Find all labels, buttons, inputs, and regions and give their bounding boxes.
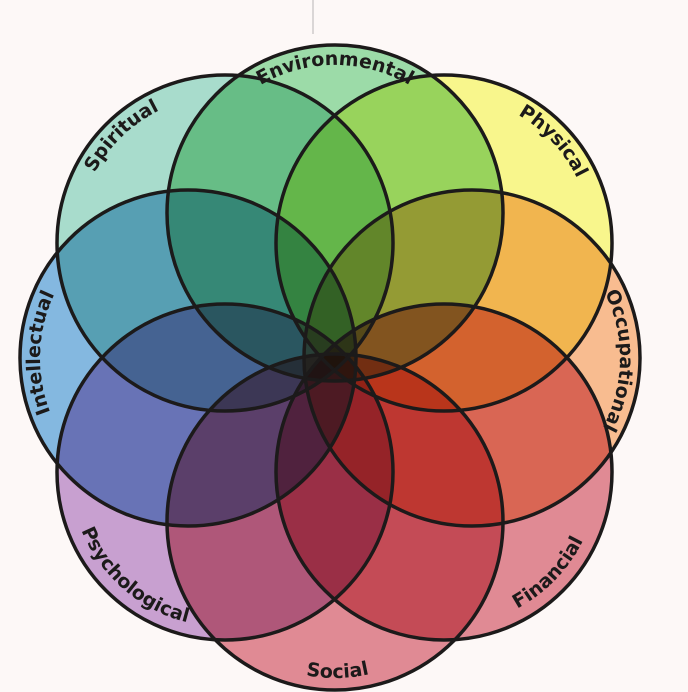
circle-outline-spiritual bbox=[55, 73, 395, 413]
circle-outline-psychological bbox=[55, 302, 395, 642]
circle-outline-environmental bbox=[165, 43, 505, 383]
circle-outline-social bbox=[165, 352, 505, 692]
label-social: Social bbox=[305, 658, 370, 684]
circle-outline-intellectual bbox=[18, 188, 358, 528]
circle-outline-financial bbox=[274, 302, 614, 642]
circle-outline-physical bbox=[274, 73, 614, 413]
label-text-social: Social bbox=[305, 658, 370, 684]
